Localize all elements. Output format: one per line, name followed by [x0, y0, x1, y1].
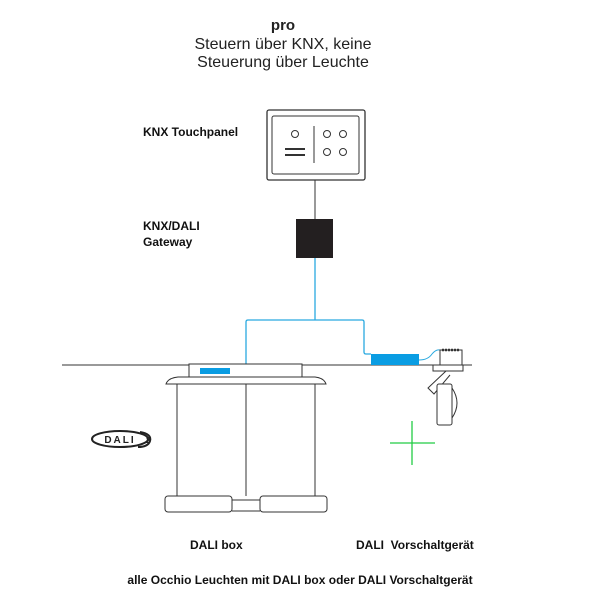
spotlight-icon — [427, 348, 464, 426]
gateway-label-line2: Gateway — [143, 235, 193, 249]
dali-logo: DALI 2 — [91, 430, 152, 448]
svg-text:DALI: DALI — [104, 435, 135, 446]
ballast-label: DALI Vorschaltgerät — [356, 538, 474, 552]
dali-ballast-icon — [371, 354, 419, 365]
svg-text:2: 2 — [146, 436, 151, 445]
gateway-label-line1: KNX/DALI — [143, 219, 200, 233]
title-heading: pro — [270, 17, 296, 34]
title-line2: Steuerung über Leuchte — [197, 54, 369, 71]
crosshair-icon — [390, 421, 435, 465]
dali-bus-line — [245, 258, 371, 365]
title-line1: Steuern über KNX, keine — [194, 36, 372, 53]
footer-note: alle Occhio Leuchten mit DALI box oder D… — [127, 573, 473, 587]
dali-box-icon — [164, 363, 328, 513]
dali-box-label: DALI box — [190, 538, 243, 552]
ballast-cable — [418, 349, 441, 361]
gateway-icon — [296, 219, 333, 258]
touchpanel-label: KNX Touchpanel — [143, 125, 239, 139]
knx-touchpanel-icon — [266, 109, 366, 181]
